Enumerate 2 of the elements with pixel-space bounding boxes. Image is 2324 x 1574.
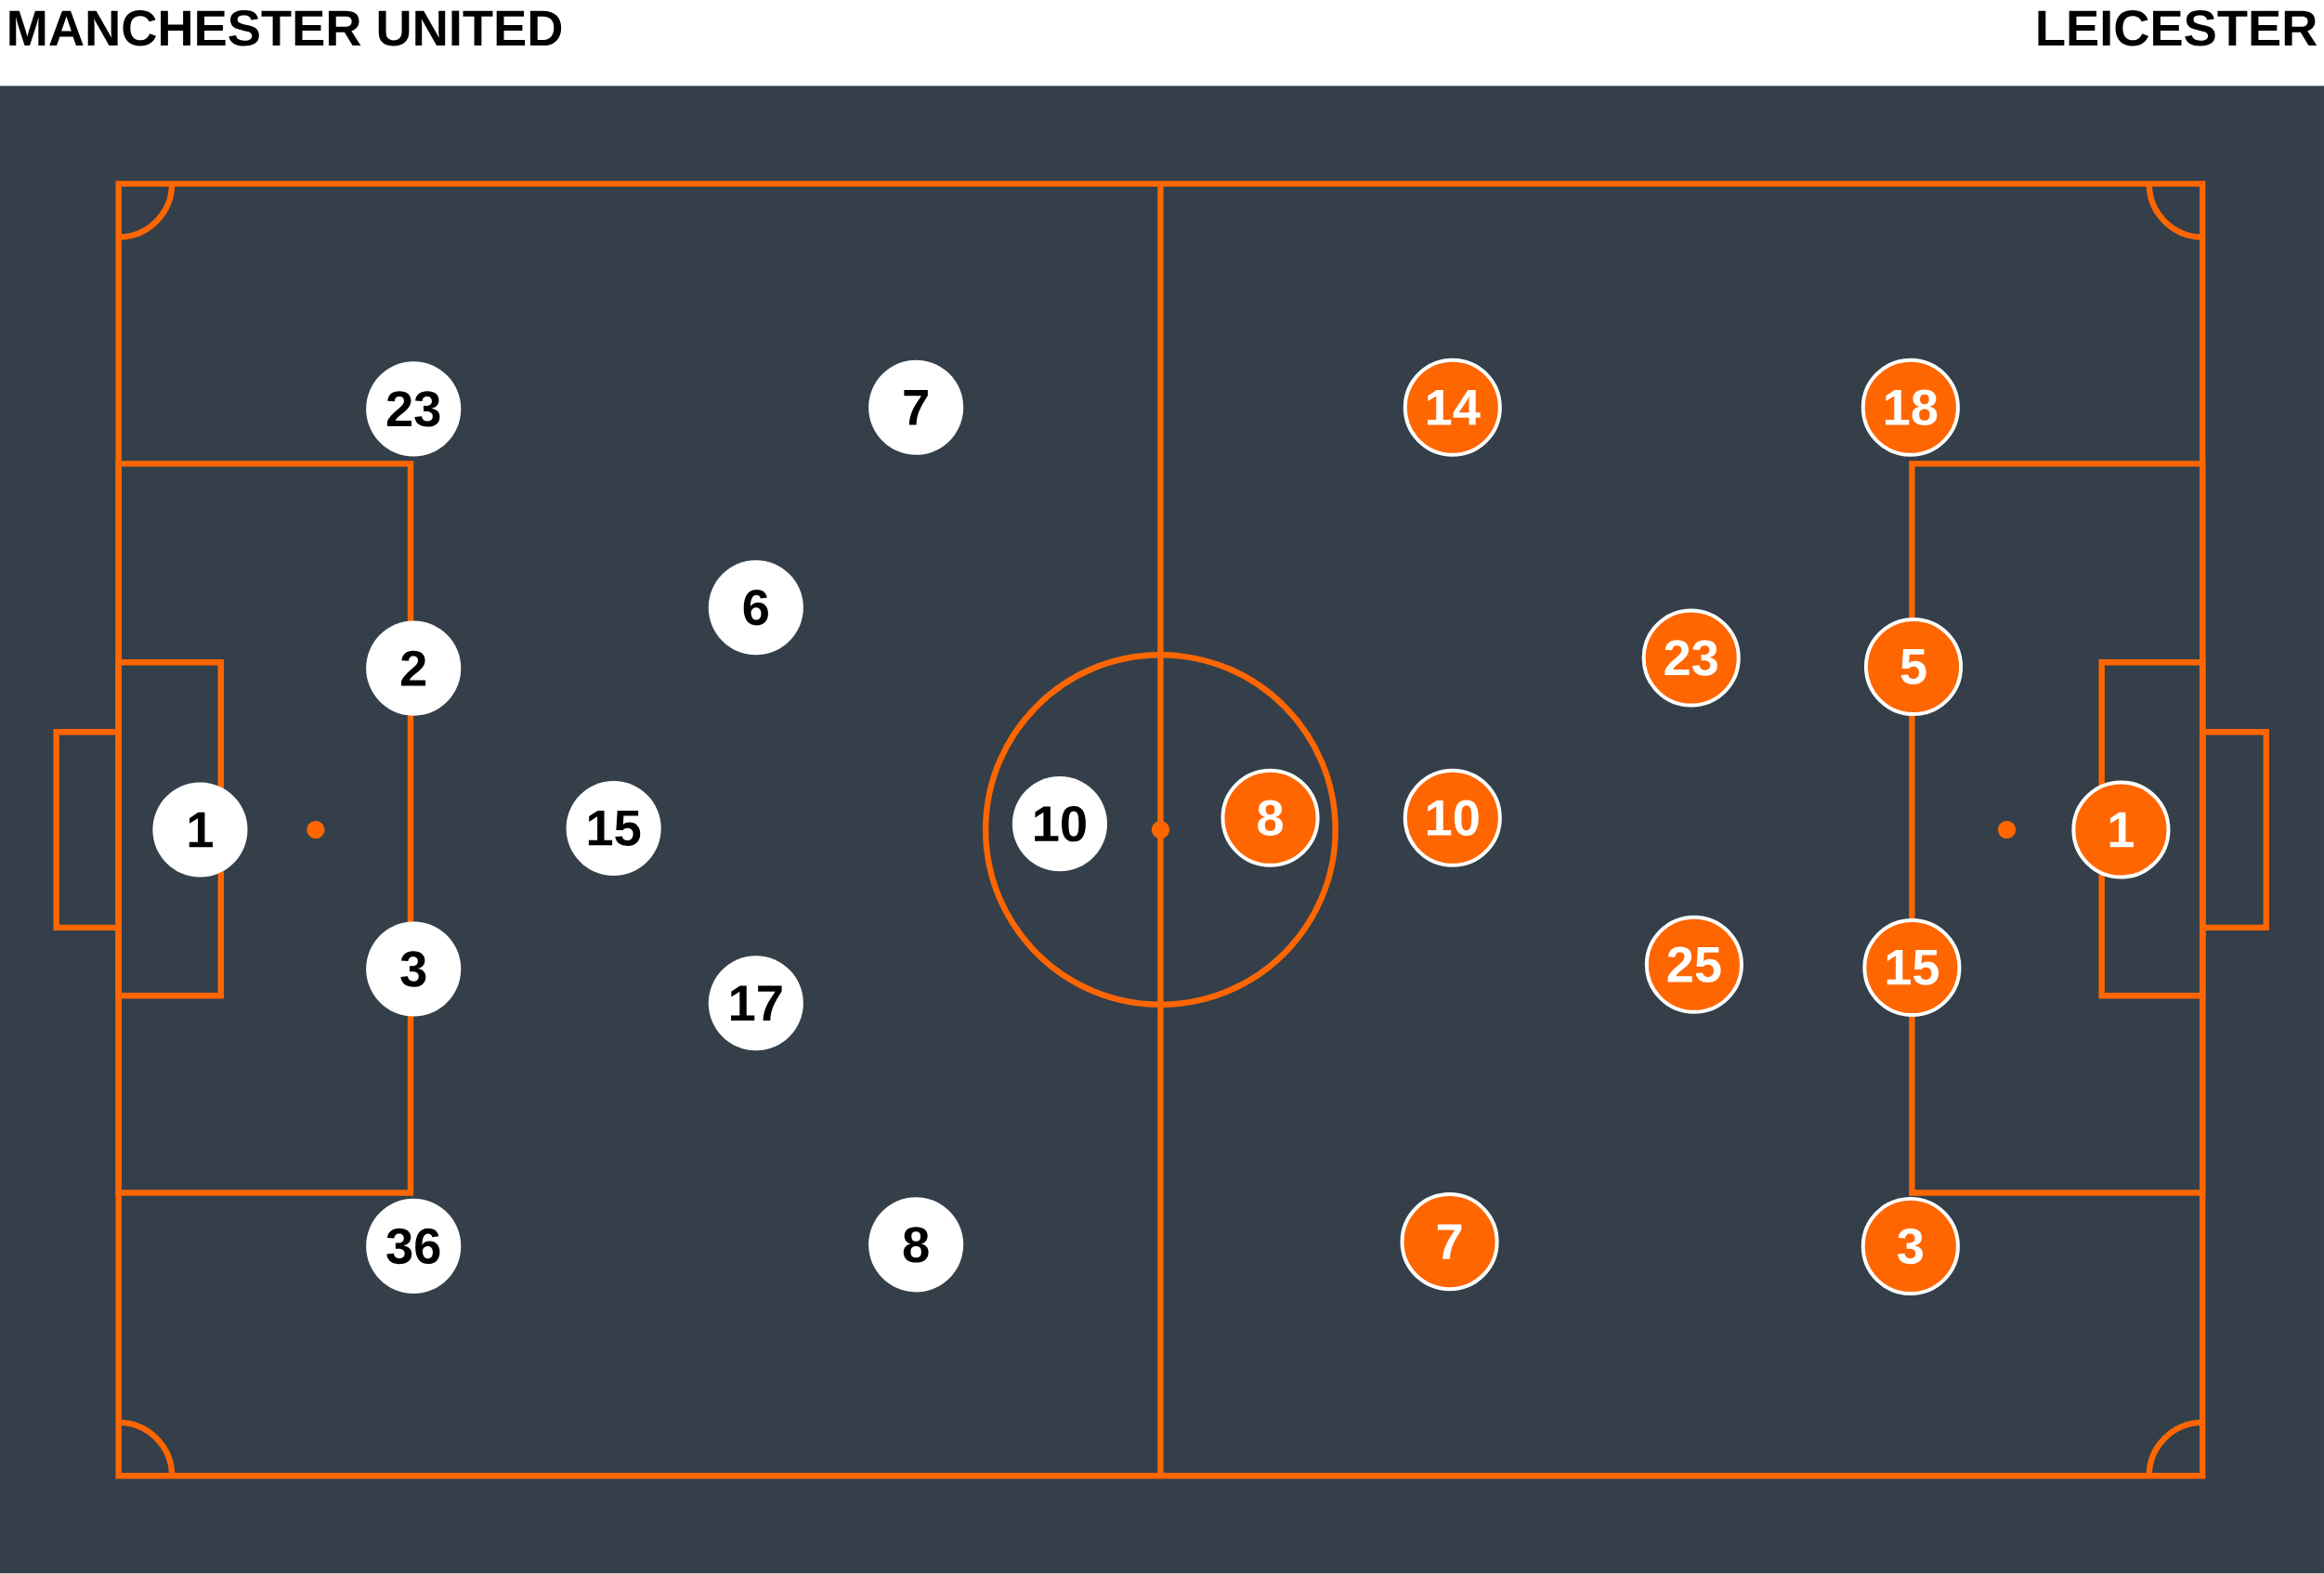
team-name: MANCHESTER UNITED	[9, 10, 562, 46]
team-name: LEICESTER	[2038, 10, 2317, 46]
